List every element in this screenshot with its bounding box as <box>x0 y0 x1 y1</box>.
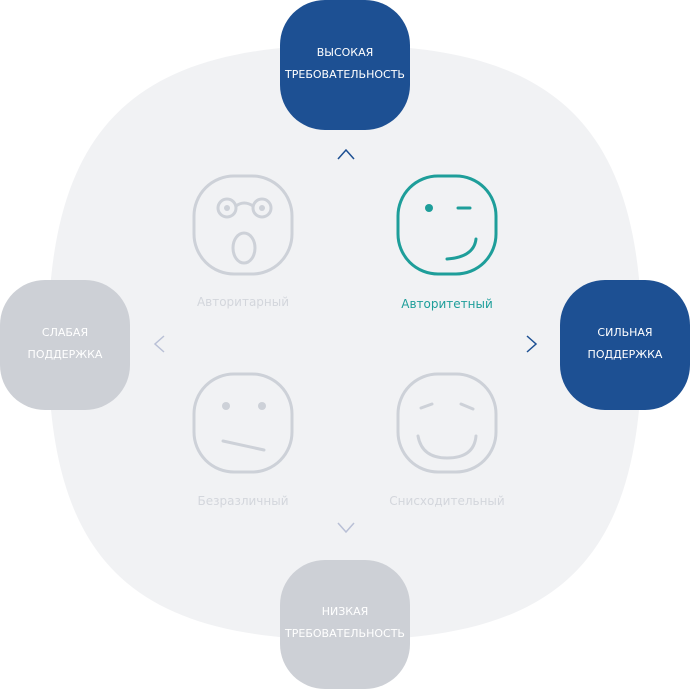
surprised-face-with-glasses-icon <box>192 174 294 276</box>
top-axis-blob <box>280 0 410 130</box>
smiling-face-icon <box>396 372 498 474</box>
quadrant-label-permissive: Снисходительный <box>389 494 505 508</box>
left-axis-label: СЛАБАЯ ПОДДЕРЖКА <box>0 322 130 366</box>
right-axis-label: СИЛЬНАЯ ПОДДЕРЖКА <box>560 322 690 366</box>
left-axis-blob <box>0 280 130 410</box>
right-axis-blob <box>560 280 690 410</box>
bottom-axis-blob <box>280 560 410 689</box>
right-axis-label-line2: ПОДДЕРЖКА <box>587 348 663 361</box>
left-axis-label-line2: ПОДДЕРЖКА <box>27 348 103 361</box>
bottom-axis-label-line1: НИЗКАЯ <box>321 605 369 618</box>
quadrant-label-authoritative: Авторитетный <box>401 297 493 311</box>
winking-face-icon <box>396 174 498 276</box>
bottom-axis-label-line2: ТРЕБОВАТЕЛЬНОСТЬ <box>285 627 405 640</box>
quadrant-label-indifferent: Безразличный <box>197 494 289 508</box>
top-axis-label: ВЫСОКАЯ ТРЕБОВАТЕЛЬНОСТЬ <box>280 42 410 86</box>
vertical-axis <box>337 148 355 534</box>
background-blob <box>48 45 642 640</box>
indifferent-face-icon <box>192 372 294 474</box>
left-axis-label-line1: СЛАБАЯ <box>41 326 89 339</box>
top-axis-label-line2: ТРЕБОВАТЕЛЬНОСТЬ <box>285 68 405 81</box>
top-axis-label-line1: ВЫСОКАЯ <box>316 46 374 59</box>
bottom-axis-label: НИЗКАЯ ТРЕБОВАТЕЛЬНОСТЬ <box>280 601 410 645</box>
right-axis-label-line1: СИЛЬНАЯ <box>597 326 653 339</box>
quadrant-label-authoritarian: Авторитарный <box>196 295 290 309</box>
